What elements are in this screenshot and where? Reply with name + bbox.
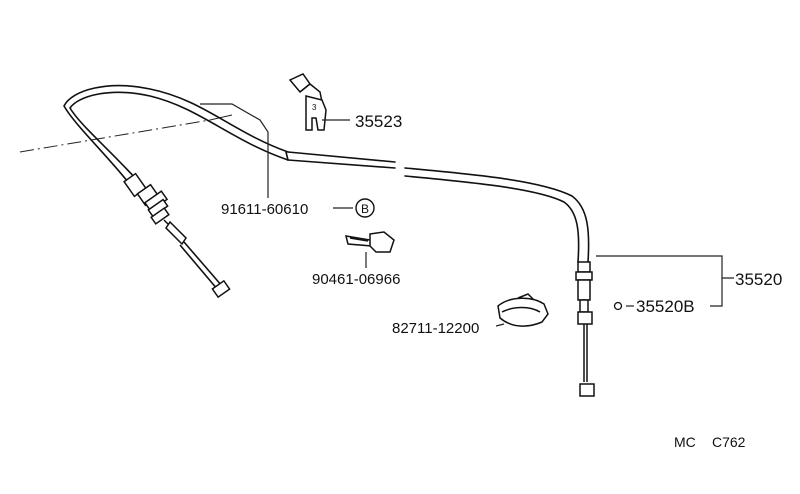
label-82711-12200: 82711-12200 [392, 320, 479, 337]
leader-lines [200, 103, 734, 327]
bolt-marker-letter: B [361, 202, 369, 216]
bracket-35523: 3 [288, 73, 327, 131]
drawing-code-number: C762 [712, 434, 746, 450]
band-82711 [497, 293, 549, 327]
drawing-code-prefix: MC [674, 434, 696, 450]
label-35520B: 35520B [636, 297, 695, 316]
bolt-marker: B [355, 198, 375, 218]
cable-left-fitting [123, 172, 231, 299]
clip-90461 [344, 231, 395, 253]
label-35523: 35523 [355, 112, 402, 131]
label-91611-60610: 91611-60610 [221, 201, 308, 218]
cable-right-section [287, 151, 590, 263]
label-90461-06966: 90461-06966 [312, 271, 400, 288]
ring-35520B [613, 301, 623, 311]
label-35520: 35520 [735, 270, 782, 289]
svg-text:3: 3 [312, 103, 317, 112]
cable-right-fitting [575, 261, 595, 397]
center-line [19, 114, 233, 153]
cable-left-section [63, 84, 289, 183]
